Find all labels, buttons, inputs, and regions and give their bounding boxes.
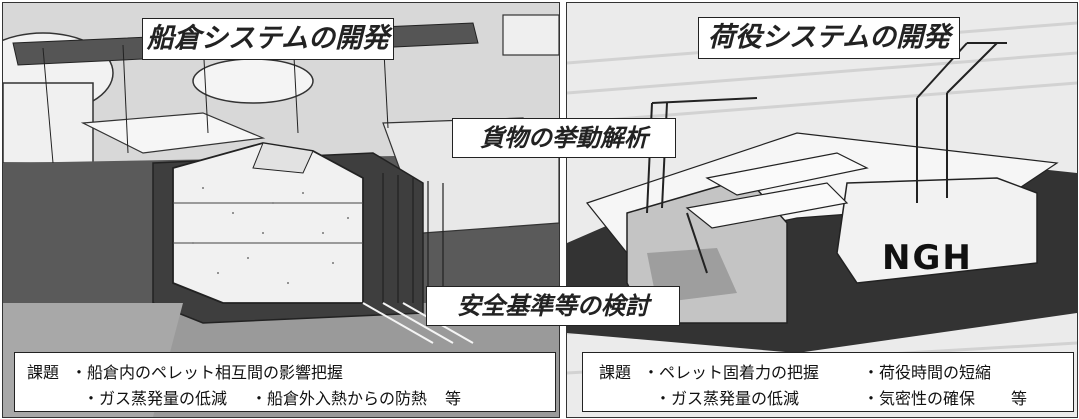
issue-etc: 等 — [445, 389, 462, 408]
safety-standards-label: 安全基準等の検討 — [426, 286, 680, 326]
issue-airtightness: ・気密性の確保 — [863, 389, 976, 408]
issues-label: 課題 — [27, 363, 60, 382]
issue-handling-time: ・荷役時間の短縮 — [863, 363, 992, 382]
cargo-behavior-analysis-label: 貨物の挙動解析 — [452, 118, 676, 158]
ngh-ship-illustration — [567, 3, 1077, 417]
issue-gas-evaporation: ・ガス蒸発量の低減 — [83, 389, 228, 408]
issues-label: 課題 — [599, 363, 632, 382]
hold-system-issues: 課題 ・船倉内のペレット相互間の影響把握 ・ガス蒸発量の低減 ・船倉外入熱からの… — [14, 352, 556, 412]
handling-system-title: 荷役システムの開発 — [698, 17, 960, 59]
issue-etc: 等 — [1011, 389, 1028, 408]
ship-marking: NGH — [882, 238, 973, 278]
handling-system-issues: 課題 ・ペレット固着力の把握 ・荷役時間の短縮 ・ガス蒸発量の低減 ・気密性の確… — [582, 352, 1074, 412]
issue-pellet-interaction: ・船倉内のペレット相互間の影響把握 — [71, 363, 344, 382]
issue-heat-insulation: ・船倉外入熱からの防熱 — [251, 389, 428, 408]
issue-gas-evaporation: ・ガス蒸発量の低減 — [655, 389, 800, 408]
issue-pellet-adhesion: ・ペレット固着力の把握 — [643, 363, 820, 382]
hold-system-title: 船倉システムの開発 — [142, 18, 394, 60]
handling-system-panel: NGH — [566, 2, 1078, 418]
